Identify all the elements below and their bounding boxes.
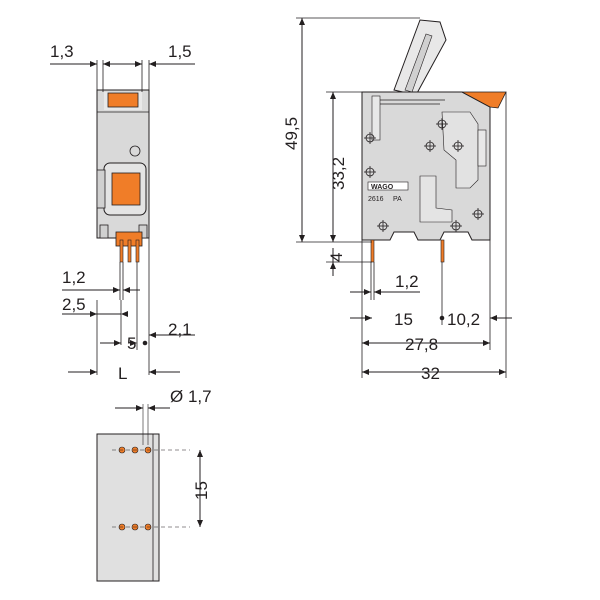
dim-1-3: 1,3: [50, 42, 74, 61]
orange-release-button: [111, 172, 141, 206]
dim-32: 32: [421, 364, 440, 383]
dim-5: 5: [127, 334, 136, 353]
dim-10-2: 10,2: [447, 310, 480, 329]
dim-hole-diameter: Ø 1,7: [170, 387, 212, 406]
dim-1-2-front: 1,2: [62, 268, 86, 287]
solder-pin: [127, 239, 132, 263]
dim-2-1: 2,1: [168, 320, 192, 339]
front-view: [96, 89, 150, 263]
footprint-housing: [96, 433, 160, 582]
actuation-lever: [393, 19, 447, 96]
side-dimensions: 49,5 33,2 4 1,2 15 10,2 27: [282, 17, 512, 383]
test-port-icon: [129, 145, 141, 157]
orange-lever-top: [107, 92, 139, 108]
dim-2-5: 2,5: [62, 295, 86, 314]
dim-33-2: 33,2: [329, 157, 348, 190]
wago-logo: [367, 181, 409, 191]
dim-hole-pitch: 15: [192, 481, 211, 500]
mounting-crosses: [364, 118, 484, 232]
dim-1-5: 1,5: [168, 42, 192, 61]
dim-4: 4: [327, 253, 346, 262]
orange-lever-tip: [461, 91, 507, 109]
solder-pin: [119, 239, 124, 263]
dim-L: L: [118, 364, 127, 383]
footprint-view: Ø 1,7 15: [96, 387, 212, 582]
dim-15-side: 15: [394, 310, 413, 329]
side-pin-rear: [440, 239, 445, 263]
logo-text: WAGO: [371, 184, 394, 191]
front-dimensions: 1,3 1,5 1,2 2,5 5 2,1: [50, 42, 195, 383]
side-pin-front: [370, 239, 375, 263]
dim-49-5: 49,5: [282, 117, 301, 150]
side-view: WAGO 2616 PA: [361, 19, 507, 263]
part-number: 2616: [368, 196, 384, 203]
material-mark: PA: [393, 196, 402, 203]
dim-1-2-side: 1,2: [395, 272, 419, 291]
dim-27-8: 27,8: [405, 335, 438, 354]
solder-pin: [135, 239, 140, 263]
